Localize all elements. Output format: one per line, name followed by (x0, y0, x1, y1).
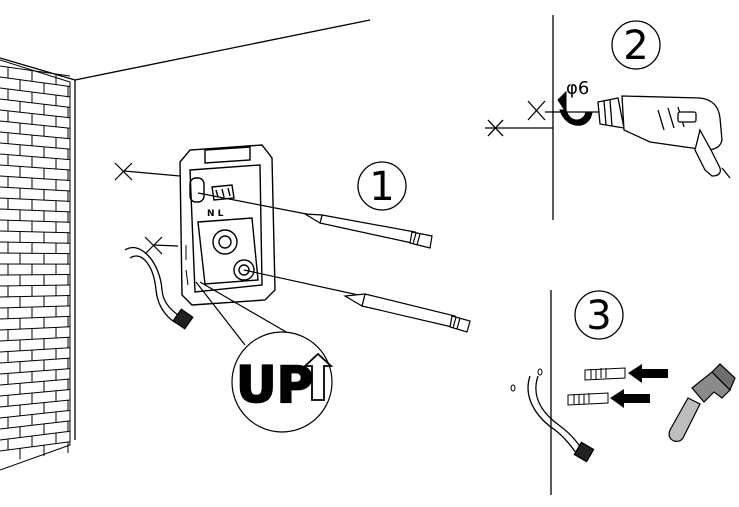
step-3-badge: 3 (574, 290, 624, 340)
up-callout (195, 281, 333, 433)
brick-wall-icon (0, 59, 71, 471)
wall-x-mark-upper (114, 162, 181, 181)
rotation-arrow-icon (557, 90, 593, 126)
drill-size-label: φ6 (566, 78, 589, 99)
step-1-number: 1 (369, 164, 394, 210)
step-2-number: 2 (623, 23, 648, 69)
wall-x-mark-lower (144, 236, 179, 255)
step-2-badge: 2 (611, 20, 661, 70)
pencil-icon (243, 269, 471, 333)
pencil-icon (197, 192, 433, 249)
up-arrow-icon (302, 352, 334, 401)
wall-bracket (179, 144, 276, 306)
terminal-label: N L (207, 209, 224, 219)
power-cable (527, 375, 595, 463)
wall-panel (0, 19, 371, 440)
step-3-number: 3 (586, 293, 611, 339)
wall-plug-icon (567, 367, 626, 406)
up-label: UP (236, 356, 313, 414)
hammer-icon (668, 363, 736, 443)
drill-panel (485, 15, 554, 220)
step-1-badge: 1 (357, 161, 407, 211)
hole-marks (510, 368, 543, 392)
power-drill-icon (545, 95, 731, 179)
insert-arrow-icon (610, 364, 668, 408)
power-cable (124, 247, 194, 330)
